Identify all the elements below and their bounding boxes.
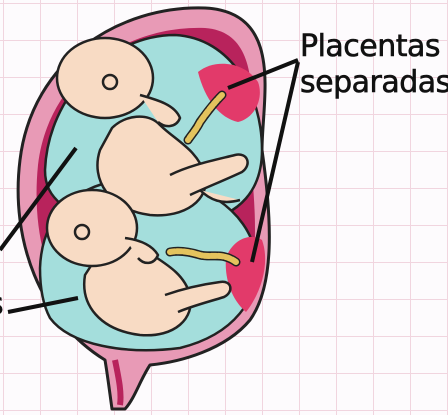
left-cut-label: s xyxy=(0,290,3,320)
placentas-label-line1: Placentas xyxy=(300,32,440,62)
placentas-label-line2: separadas xyxy=(300,68,448,98)
